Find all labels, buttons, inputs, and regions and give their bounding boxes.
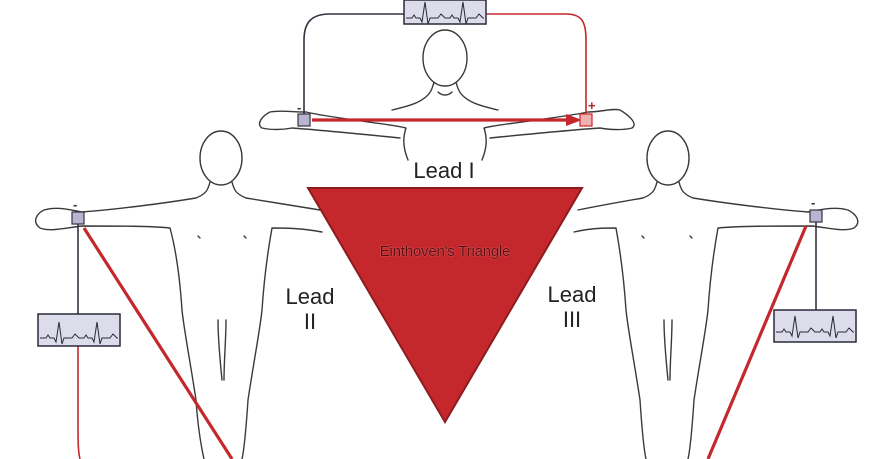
ecg-monitor-icon bbox=[37, 313, 121, 347]
electrode-icon bbox=[71, 211, 85, 225]
lead2-vector bbox=[82, 227, 234, 459]
negative-sign-top: - bbox=[297, 100, 302, 115]
arrow-right-icon bbox=[566, 114, 582, 126]
electrode-icon bbox=[809, 209, 823, 223]
electrodes bbox=[71, 113, 823, 225]
ecg-monitor-icon bbox=[403, 0, 487, 25]
triangle-title: Einthoven's Triangle bbox=[379, 243, 511, 260]
negative-sign-right: - bbox=[811, 195, 816, 210]
right-body-figure bbox=[573, 130, 859, 459]
lead-wires bbox=[77, 13, 817, 459]
electrode-icon bbox=[297, 113, 311, 127]
ecg-monitor-icon bbox=[773, 309, 857, 343]
lead2-label-bottom: II bbox=[303, 309, 317, 335]
left-body-figure bbox=[34, 130, 323, 459]
positive-sign: + bbox=[588, 98, 596, 113]
lead2-label: Lead II bbox=[270, 284, 350, 335]
lead3-vector bbox=[706, 225, 808, 459]
lead3-label-top: Lead bbox=[547, 282, 597, 307]
electrode-icon bbox=[579, 113, 593, 127]
lead3-label-bottom: III bbox=[562, 307, 582, 333]
lead2-label-top: Lead bbox=[285, 284, 335, 309]
einthoven-triangle bbox=[306, 187, 584, 424]
top-body-figure bbox=[258, 29, 635, 161]
lead3-label: Lead III bbox=[532, 282, 612, 333]
negative-sign-left: - bbox=[73, 197, 78, 212]
lead1-label: Lead I bbox=[413, 158, 475, 183]
lead-vectors bbox=[82, 114, 808, 459]
